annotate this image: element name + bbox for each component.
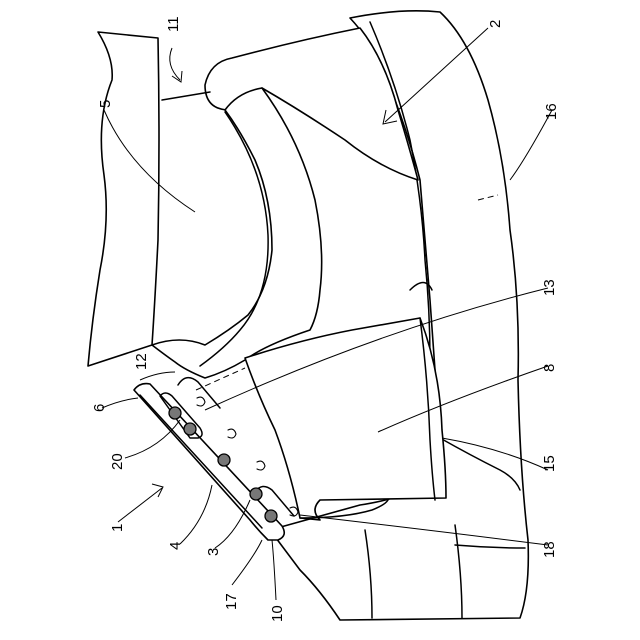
clip-mark-1 [197,397,205,406]
label-11: 11 [165,16,182,32]
leader-12 [140,372,175,380]
rivet-2 [184,423,196,435]
label-5: 5 [97,100,114,108]
label-6: 6 [91,404,108,412]
rivet-5 [265,510,277,522]
label-15: 15 [541,455,558,472]
label-8: 8 [541,364,558,372]
rivet-1 [169,407,181,419]
label-13: 13 [541,279,558,296]
clip-mark-2 [228,429,236,438]
label-4: 4 [167,542,184,550]
label-10: 10 [269,605,286,622]
label-3: 3 [205,548,222,556]
leader-11 [170,48,180,80]
leader-10 [272,540,276,600]
rail-inner-edge [140,395,262,528]
label-2: 2 [487,20,504,28]
rail-bracket-top [178,378,220,408]
label-12: 12 [133,353,150,370]
leader-1 [118,488,162,522]
clip-mark-3 [257,461,265,470]
leader-17 [232,540,262,585]
label-20: 20 [109,453,126,470]
cover-panel [245,318,446,520]
leader-4 [180,485,212,544]
rivet-3 [218,454,230,466]
rivet-4 [250,488,262,500]
seat-back-panel [88,32,159,366]
label-18: 18 [541,541,558,558]
label-1: 1 [109,524,126,532]
label-17: 17 [223,593,240,610]
seat-back-connector [162,92,210,100]
label-16: 16 [543,103,560,120]
